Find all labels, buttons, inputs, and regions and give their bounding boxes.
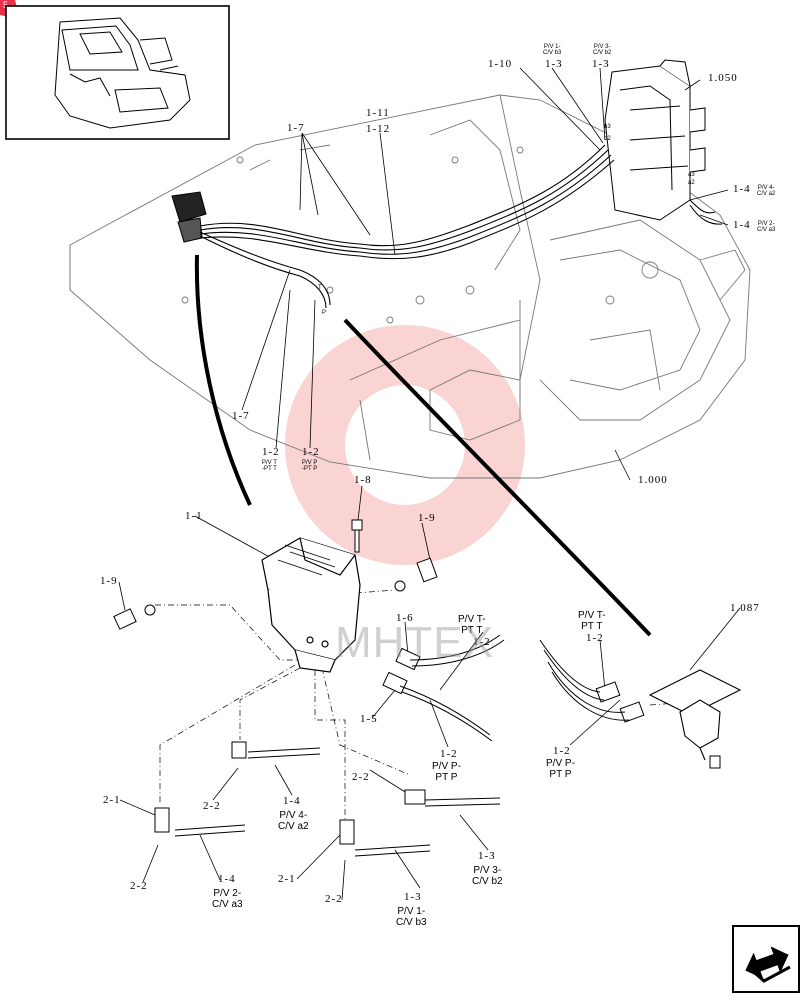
label-1-4: 1-4 (733, 183, 751, 195)
detail-leaders (194, 254, 652, 637)
tiny-b3: b3 (604, 124, 611, 130)
tiny-a3: a3 (688, 172, 695, 178)
label-1-12: 1-12 (366, 123, 391, 135)
label-1-2: 1-2 (586, 632, 604, 644)
label-2-2: 2-2 (325, 893, 343, 905)
callout-pv2-cva3: P/V 2- C/V a3 (212, 888, 243, 910)
callout-pv1-cvb3: P/V 1- C/V b3 (396, 906, 427, 928)
label-1-11: 1-11 (366, 107, 390, 119)
label-2-1: 2-1 (278, 873, 296, 885)
tiny-pv4-cva2: P/V 4- C/V a2 (757, 185, 776, 197)
tiny-a2: a2 (688, 180, 695, 186)
label-1-050: 1.050 (708, 72, 738, 84)
label-2-1: 2-1 (103, 794, 121, 806)
label-1-4: 1-4 (283, 795, 301, 807)
label-1-2: 1-2 (262, 446, 280, 458)
callout-pvt-ptt: P/V T- PT T (458, 614, 486, 636)
label-1-4: 1-4 (218, 873, 236, 885)
tiny-p: P (322, 310, 327, 316)
callout-pvp-ptp: P/V P- PT P (432, 761, 461, 783)
next-page-arrow-icon (745, 946, 791, 983)
label-1-087: 1.087 (730, 602, 760, 614)
tiny-pvt-ptt: P/V T -PT T (262, 460, 277, 472)
label-1-6: 1-6 (396, 612, 414, 624)
label-1-9: 1-9 (100, 575, 118, 587)
label-1-2: 1-2 (440, 748, 458, 760)
label-1-3: 1-3 (545, 58, 563, 70)
label-1-2: 1-2 (302, 446, 320, 458)
hose-bundle (199, 144, 723, 309)
label-1-2: 1-2 (473, 636, 491, 648)
label-1-7: 1-7 (232, 410, 250, 422)
tiny-pvp-ptp: P/V P -PT P (302, 460, 318, 472)
tiny-pv1-cvb3: P/V 1- C/V b3 (543, 44, 562, 56)
control-valve (604, 59, 706, 221)
label-1-3: 1-3 (404, 891, 422, 903)
callout-pvt-ptt: P/V T- PT T (578, 610, 606, 632)
label-1-3: 1-3 (592, 58, 610, 70)
label-2-2: 2-2 (130, 880, 148, 892)
pilot-valve-installed (171, 191, 207, 243)
label-1-4: 1-4 (733, 219, 751, 231)
thumbnail-cab-view[interactable] (5, 5, 230, 140)
fittings (113, 519, 721, 845)
label-1-7: 1-7 (287, 122, 305, 134)
label-2-2: 2-2 (203, 800, 221, 812)
label-leaders (118, 67, 741, 901)
label-1-5: 1-5 (360, 713, 378, 725)
label-1-2: 1-2 (553, 745, 571, 757)
page-badge-number: 5 (3, 0, 9, 10)
label-1-000: 1.000 (638, 474, 668, 486)
tiny-b2: b2 (604, 136, 611, 142)
callout-pvp-ptp: P/V P- PT P (546, 758, 575, 780)
callout-pv4-cva2: P/V 4- C/V a2 (278, 810, 309, 832)
label-1-9: 1-9 (418, 512, 436, 524)
tiny-t: T (318, 285, 322, 291)
callout-pv3-cvb2: P/V 3- C/V b2 (472, 865, 503, 887)
label-1-8: 1-8 (354, 474, 372, 486)
label-1-10: 1-10 (488, 58, 513, 70)
watermark-text: MHTEX (335, 618, 494, 667)
pilot-valve-exploded (261, 537, 361, 673)
next-page-button[interactable] (732, 925, 800, 993)
hose-lines (174, 634, 630, 857)
label-2-2: 2-2 (352, 771, 370, 783)
label-1-3: 1-3 (478, 850, 496, 862)
label-1-1: 1-1 (185, 510, 203, 522)
upper-frame-assembly (69, 94, 751, 479)
tiny-pv2-cva3: P/V 2- C/V a3 (757, 221, 776, 233)
port-block (648, 669, 742, 761)
tiny-pv3-cvb2: P/V 3- C/V b2 (593, 44, 612, 56)
